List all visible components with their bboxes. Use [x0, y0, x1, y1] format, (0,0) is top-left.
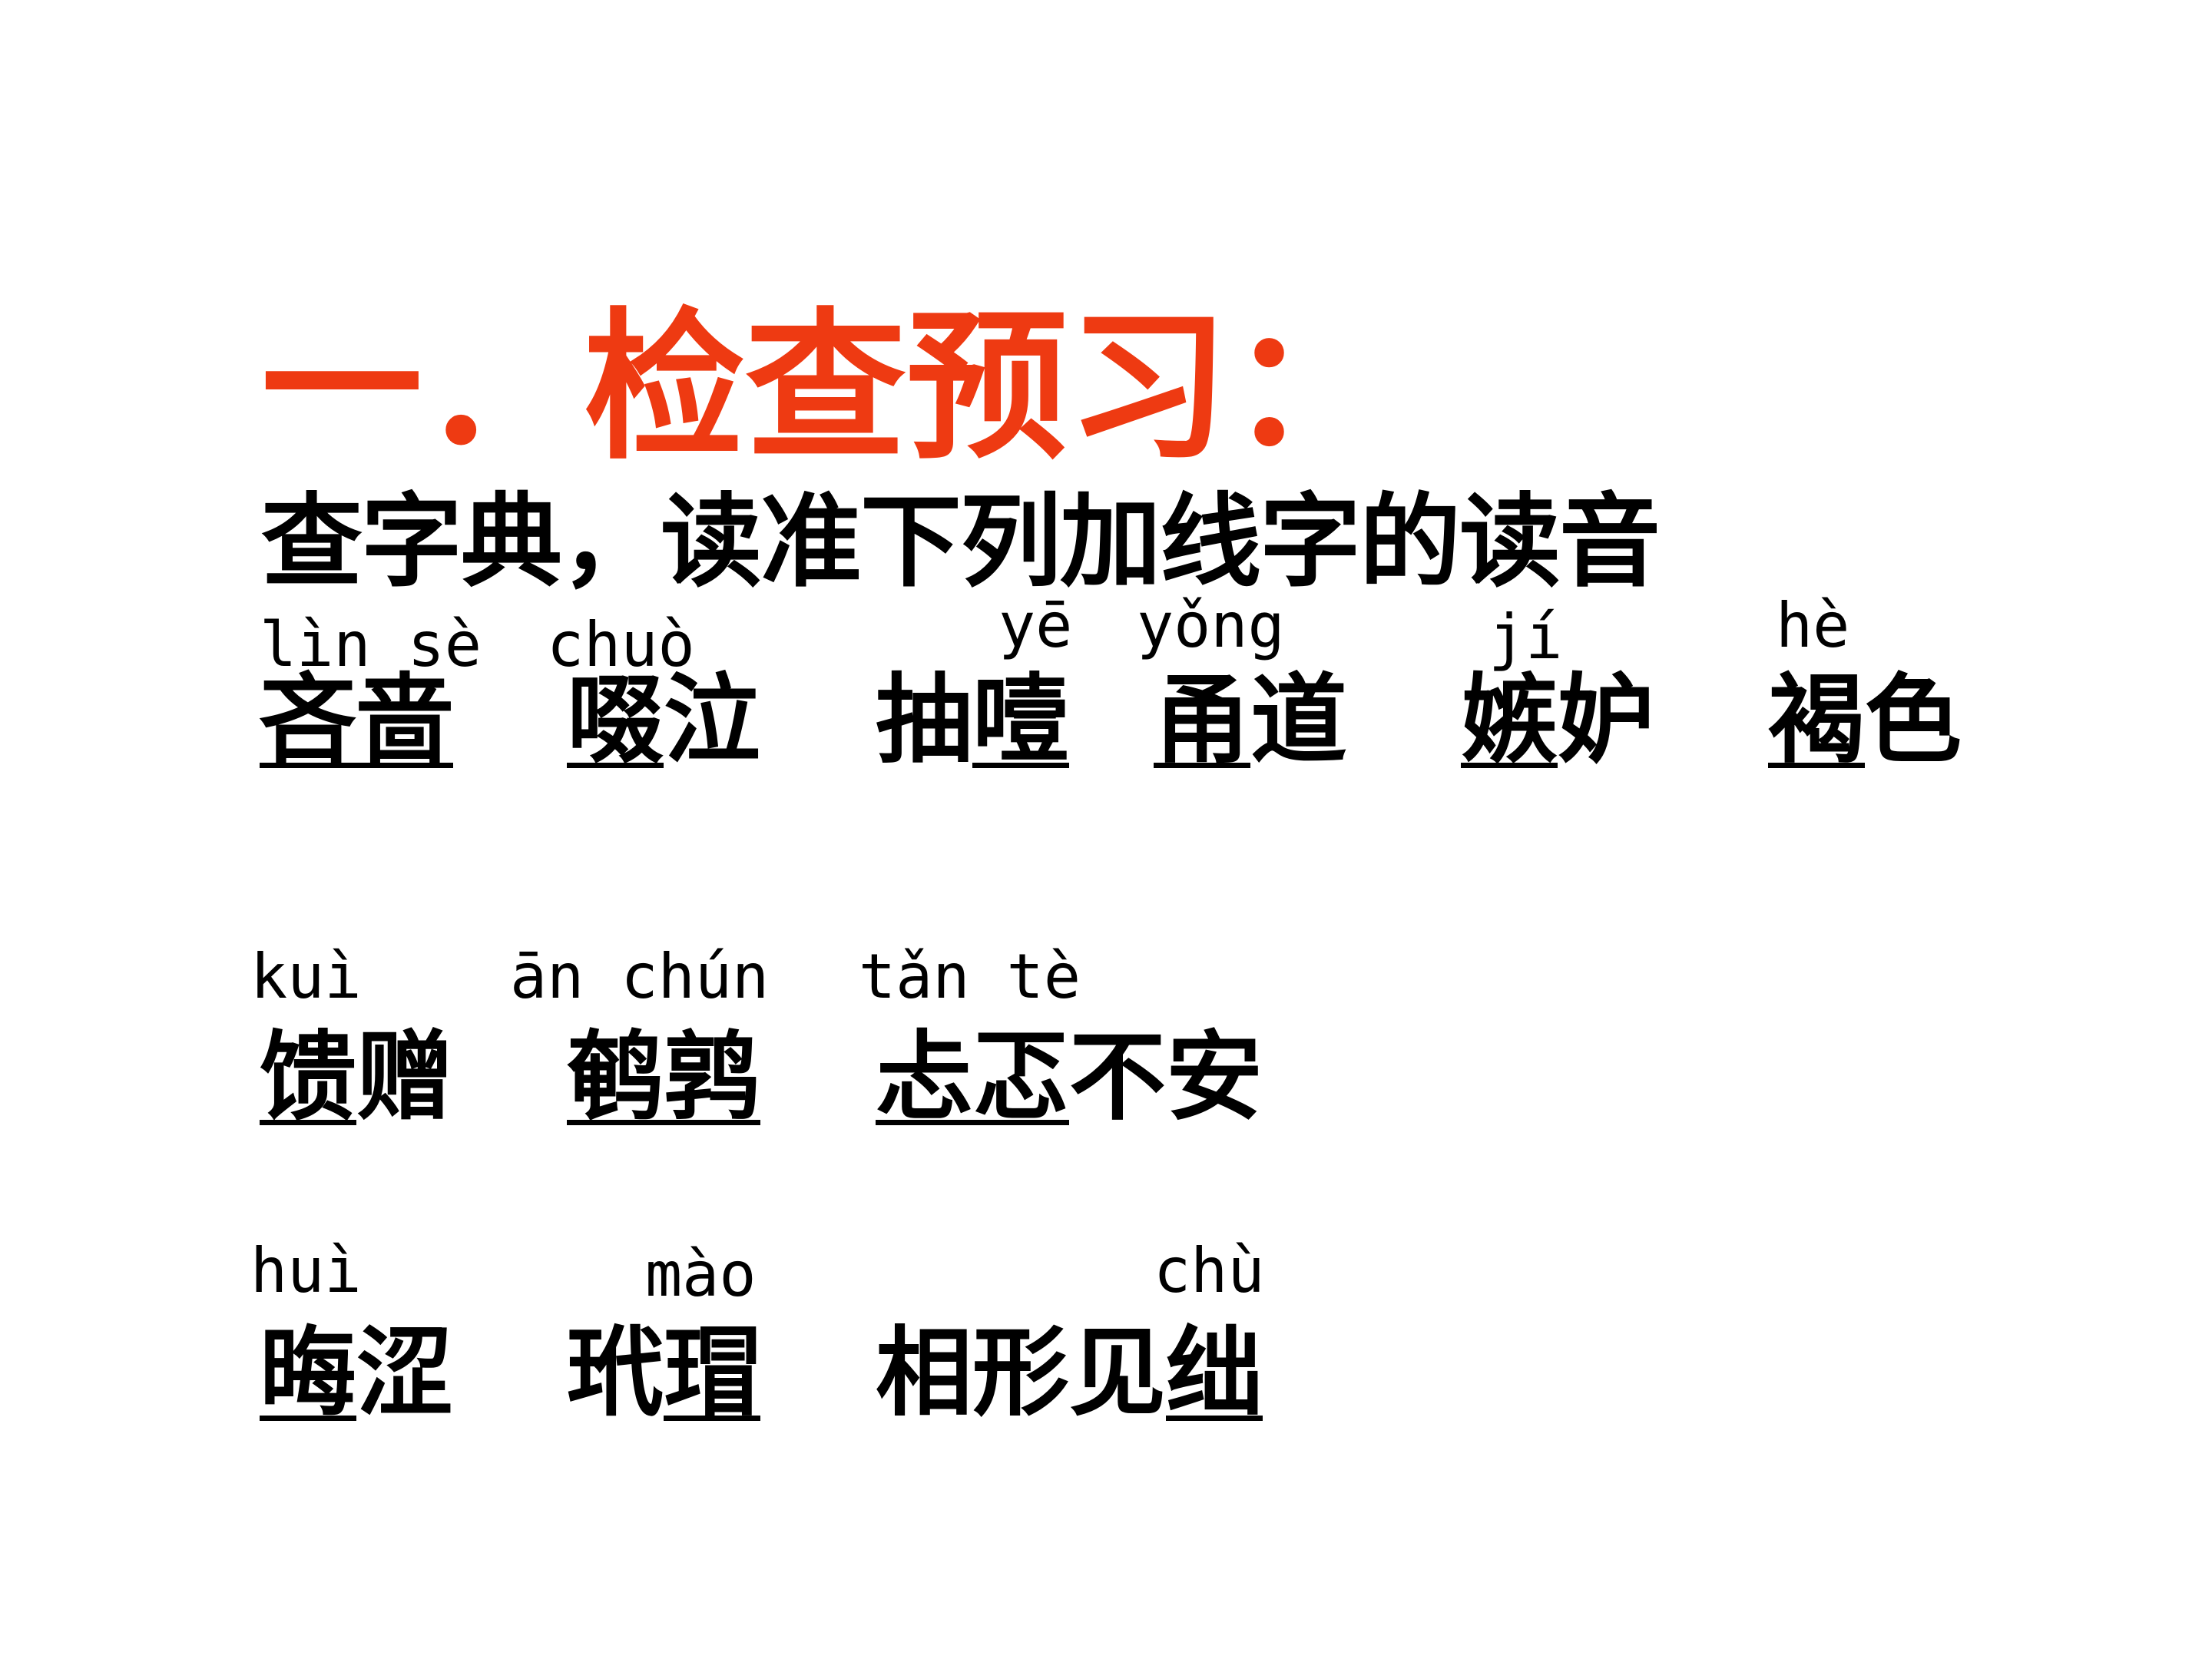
underlined-chars: 啜 — [567, 664, 664, 777]
word-xiangxingjianchu: 相形见绌 — [876, 1325, 1263, 1422]
pinyin-linse: lìn sè — [260, 609, 482, 680]
pinyin-kui: kuì — [250, 941, 362, 1012]
underlined-chars: 瑁 — [664, 1316, 760, 1429]
plain-chars: 相形见 — [876, 1316, 1166, 1429]
word-chouye: 抽噎 — [876, 672, 1069, 769]
pinyin-chu: chù — [1154, 1235, 1265, 1306]
word-linse: 吝啬 — [260, 672, 453, 769]
word-jidu: 嫉妒 — [1461, 672, 1654, 769]
underlined-chars: 甬 — [1154, 664, 1250, 777]
section-title: 一．检查预习： — [261, 293, 1391, 482]
pinyin-yong: yǒng — [1137, 590, 1285, 661]
underlined-chars: 忐忑 — [876, 1021, 1069, 1134]
pinyin-ji: jí — [1488, 601, 1563, 673]
plain-chars: 泣 — [664, 664, 760, 777]
word-hese: 褐色 — [1768, 672, 1962, 769]
underlined-chars: 绌 — [1166, 1316, 1263, 1429]
word-anchun: 鹌鹑 — [567, 1029, 760, 1126]
plain-chars: 不安 — [1069, 1021, 1263, 1134]
pinyin-he: hè — [1776, 590, 1850, 661]
word-yongdao: 甬道 — [1154, 672, 1347, 769]
plain-chars: 赠 — [356, 1021, 453, 1134]
plain-chars: 妒 — [1558, 664, 1654, 777]
plain-chars: 抽 — [876, 664, 972, 777]
underlined-chars: 嫉 — [1461, 664, 1558, 777]
underlined-chars: 鹌鹑 — [567, 1021, 760, 1134]
underlined-chars: 噎 — [972, 664, 1069, 777]
underlined-chars: 褐 — [1768, 664, 1865, 777]
underlined-chars: 馈 — [260, 1021, 356, 1134]
pinyin-chuo: chuò — [547, 609, 695, 680]
pinyin-mao: mào — [645, 1239, 757, 1310]
underlined-chars: 晦 — [260, 1316, 356, 1429]
word-huise: 晦涩 — [260, 1325, 453, 1422]
plain-chars: 玳 — [567, 1316, 664, 1429]
plain-chars: 色 — [1865, 664, 1962, 777]
pinyin-hui: huì — [250, 1235, 362, 1306]
word-chuoqi: 啜泣 — [567, 672, 760, 769]
plain-chars: 涩 — [356, 1316, 453, 1429]
pinyin-tante: tǎn tè — [859, 941, 1081, 1012]
word-tanteburan: 忐忑不安 — [876, 1029, 1263, 1126]
instruction-text: 查字典，读准下列加线字的读音 — [261, 483, 1661, 601]
pinyin-ye: yē — [998, 590, 1073, 661]
word-daimao: 玳瑁 — [567, 1325, 760, 1422]
pinyin-anchun: ān chún — [510, 941, 770, 1012]
plain-chars: 道 — [1250, 664, 1347, 777]
underlined-chars: 吝啬 — [260, 664, 453, 777]
word-kuizeng: 馈赠 — [260, 1029, 453, 1126]
